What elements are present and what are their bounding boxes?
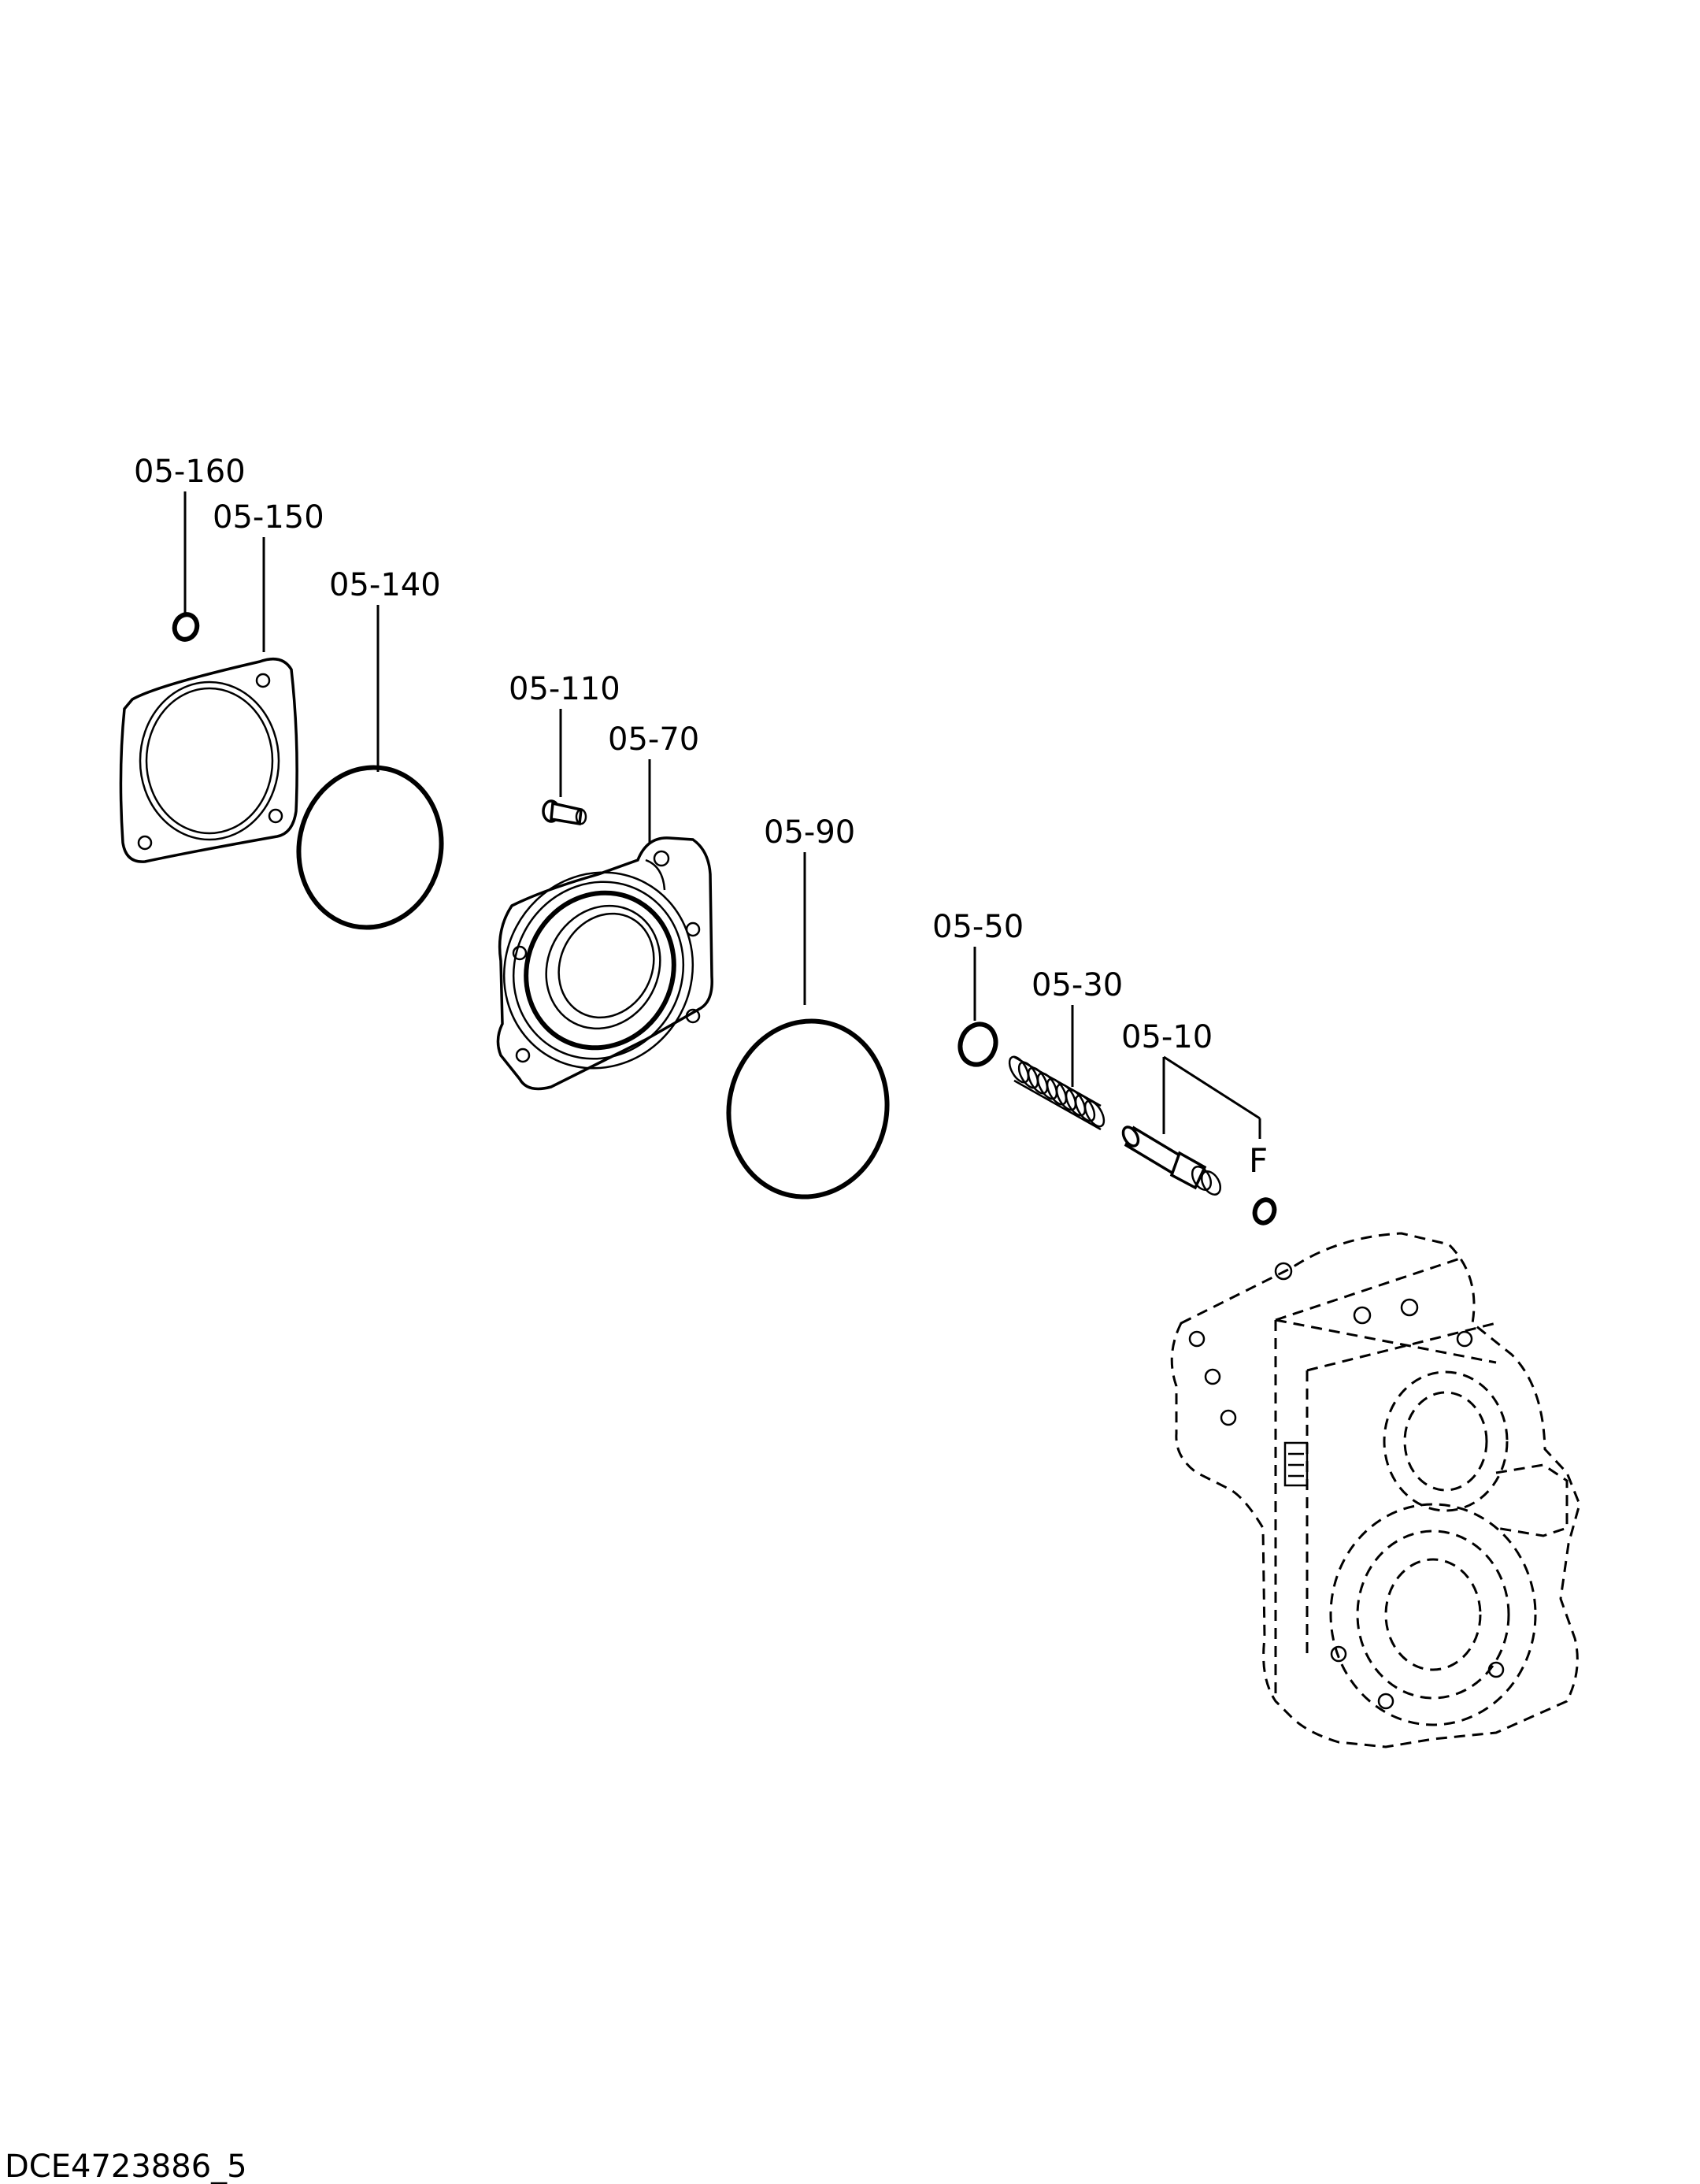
callout-05-160[interactable]: 05-160 — [134, 454, 246, 490]
drawing-id: DCE4723886_5 — [5, 2149, 247, 2184]
transmission-housing-reference — [1170, 1232, 1581, 1748]
part-05-160-washer[interactable] — [171, 611, 200, 643]
part-05-50-o-ring[interactable] — [954, 1019, 1001, 1070]
callout-05-90[interactable]: 05-90 — [764, 814, 855, 851]
part-05-70-housing-cover[interactable] — [470, 836, 728, 1102]
callout-05-50[interactable]: 05-50 — [932, 909, 1024, 945]
leader-lines — [183, 491, 1261, 1139]
part-05-90-o-ring[interactable] — [713, 1007, 903, 1212]
callout-05-150[interactable]: 05-150 — [213, 499, 324, 536]
part-05-140-o-ring[interactable] — [284, 755, 456, 941]
part-05-110-bolt[interactable] — [542, 799, 587, 826]
part-05-30-spring[interactable] — [1006, 1054, 1108, 1131]
callout-05-30[interactable]: 05-30 — [1031, 967, 1123, 1003]
callout-05-110[interactable]: 05-110 — [509, 671, 620, 707]
callout-05-140[interactable]: 05-140 — [329, 567, 441, 603]
housing-label-plate — [1283, 1441, 1309, 1487]
callout-05-70[interactable]: 05-70 — [608, 721, 699, 758]
part-05-150-gasket-plate[interactable] — [119, 657, 298, 863]
part-05-10-valve-piston[interactable] — [1120, 1125, 1224, 1198]
part-f-o-ring[interactable] — [1252, 1197, 1278, 1225]
callout-05-10[interactable]: 05-10 — [1121, 1019, 1213, 1055]
reference-letter-f[interactable]: F — [1249, 1141, 1268, 1180]
